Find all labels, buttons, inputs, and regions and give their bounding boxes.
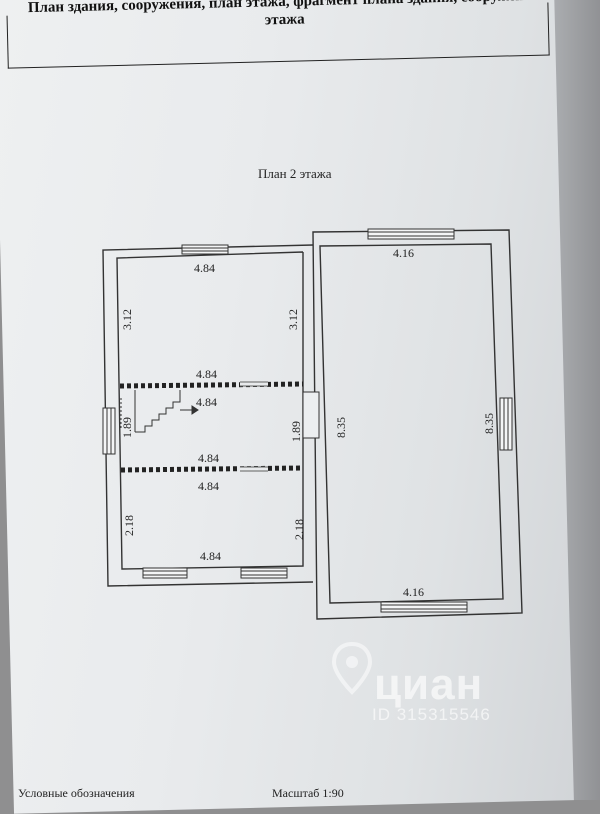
dim-room3-bottom: 4.84 [200,549,221,563]
plan-title: План 2 этажа [258,166,332,181]
window-left-hall [102,407,116,455]
dim-big-top: 4.16 [393,246,414,260]
dim-hall-left: 1.89 [120,417,134,438]
left-block-inner-wall [116,251,304,570]
door-opening-middle [302,391,320,439]
dim-room1-bottom: 4.84 [196,367,217,381]
dim-big-left: 8.35 [334,417,348,438]
watermark-id: ID 315315546 [372,705,491,724]
right-block-inner-wall [319,243,504,604]
window-top-right [367,228,455,240]
scale-label: Масштаб 1:90 [272,786,344,800]
dim-room1-top: 4.84 [194,261,215,275]
location-pin-icon [331,641,373,695]
dim-room3-left: 2.18 [122,515,136,536]
window-right-side [499,397,513,451]
dim-room1-left: 3.12 [120,309,134,330]
window-bottom-right [380,601,468,613]
dim-hall-right: 1.89 [289,421,303,442]
window-bottom-left-2 [240,567,288,579]
dim-big-bottom: 4.16 [403,585,424,599]
dim-room3-right: 2.18 [292,519,306,540]
partition-upper [119,381,304,389]
window-bottom-left-1 [142,567,188,579]
dim-room3-top: 4.84 [198,479,219,493]
window-top-left [181,244,229,255]
dim-hall-top: 4.84 [196,395,217,409]
legend-label: Условные обозначения [18,786,135,800]
watermark-brand: циан [374,660,484,709]
partition-lower [120,465,304,473]
dim-big-right: 8.35 [482,413,496,434]
dim-room1-right: 3.12 [286,309,300,330]
staircase [120,390,199,433]
dim-hall-bottom: 4.84 [198,451,219,465]
